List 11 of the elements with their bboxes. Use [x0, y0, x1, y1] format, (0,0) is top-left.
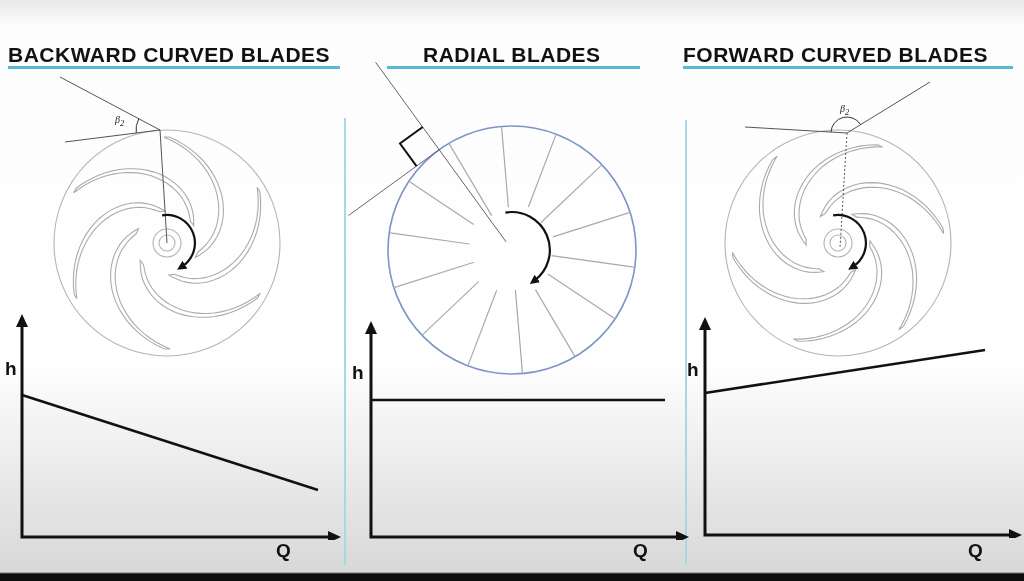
panel-title: BACKWARD CURVED BLADES: [8, 43, 331, 67]
axis-label: Q: [968, 541, 983, 561]
angle-label: β$_{2}$: [115, 114, 125, 130]
axis-label: Q: [633, 541, 648, 561]
axis-label: h: [687, 360, 699, 380]
panel-title: FORWARD CURVED BLADES: [683, 43, 988, 67]
panel-title: RADIAL BLADES: [423, 43, 601, 67]
angle-label: β$_{2}$: [840, 103, 850, 119]
axis-label: Q: [276, 541, 291, 561]
axis-label: h: [5, 359, 17, 379]
axis-label: h: [352, 363, 364, 383]
